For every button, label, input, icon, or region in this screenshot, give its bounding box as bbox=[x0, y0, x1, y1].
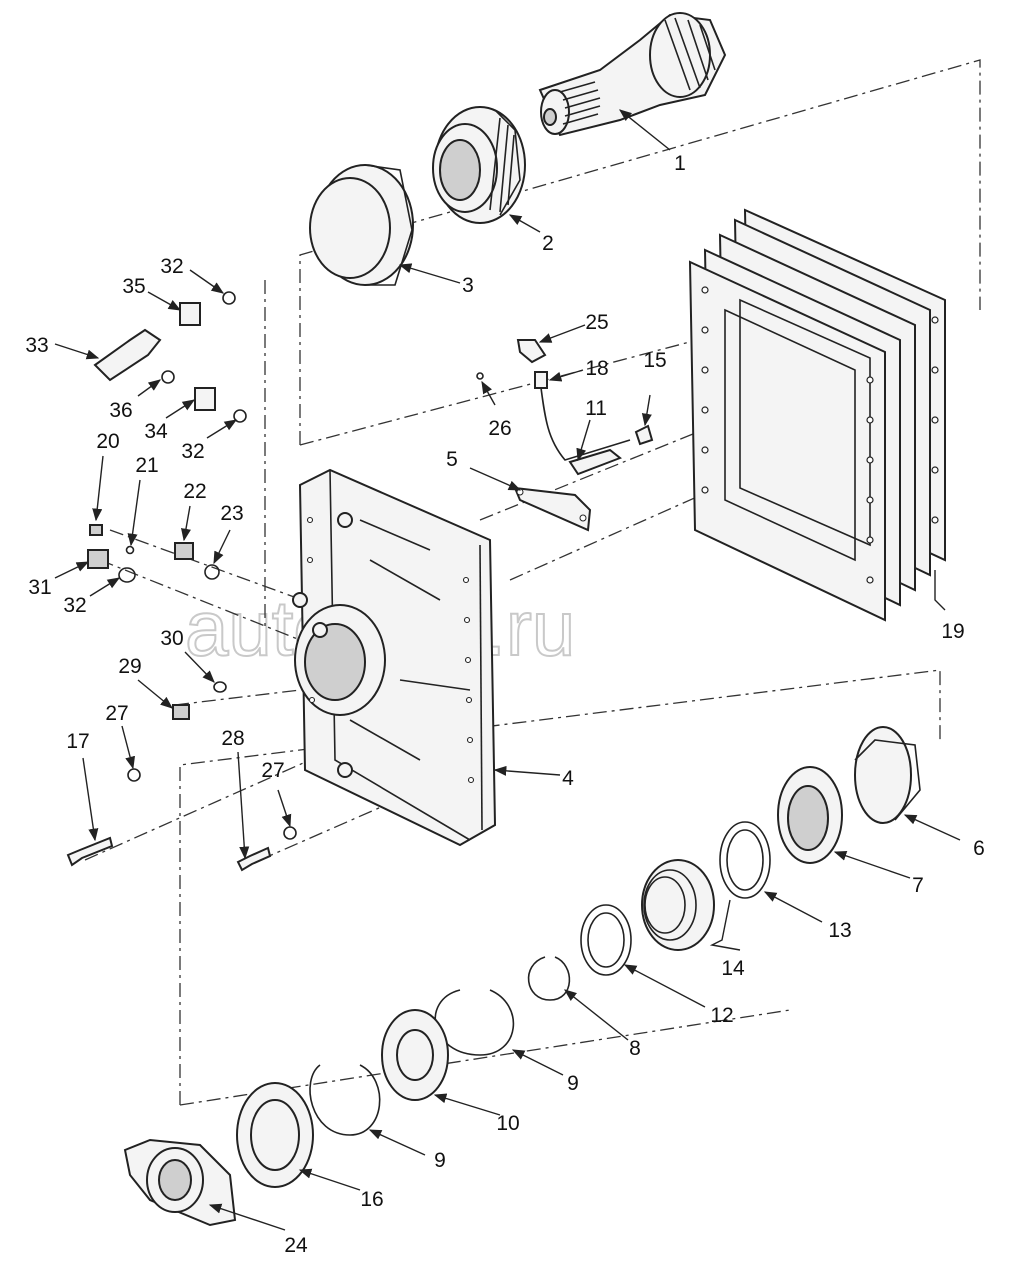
callout-13: 13 bbox=[828, 919, 851, 942]
callout-29: 29 bbox=[118, 655, 141, 678]
callout-9b: 9 bbox=[434, 1149, 446, 1172]
callout-20: 20 bbox=[96, 430, 119, 453]
callout-11: 11 bbox=[585, 397, 607, 420]
callout-4: 4 bbox=[562, 767, 574, 790]
callout-28: 28 bbox=[221, 727, 244, 750]
snap-ring-8-part bbox=[527, 956, 571, 1001]
callout-3: 3 bbox=[462, 274, 474, 297]
elbow-fitting-part bbox=[516, 339, 547, 364]
callout-34: 34 bbox=[144, 420, 168, 443]
callout-32c: 32 bbox=[63, 594, 86, 617]
tapered-bearing-part bbox=[432, 106, 526, 224]
leader-lines bbox=[54, 109, 961, 1231]
callout-14: 14 bbox=[721, 957, 745, 980]
screw-part bbox=[634, 424, 654, 446]
callout-15: 15 bbox=[643, 349, 666, 372]
callout-5: 5 bbox=[446, 448, 458, 471]
washer-27a bbox=[127, 768, 141, 782]
clip-part bbox=[568, 448, 622, 476]
washer-27b bbox=[283, 826, 297, 840]
callout-32b: 32 bbox=[181, 440, 204, 463]
callout-8: 8 bbox=[629, 1037, 641, 1060]
shim-13-part bbox=[719, 821, 771, 899]
callout-22: 22 bbox=[183, 480, 206, 503]
callout-16: 16 bbox=[360, 1188, 383, 1211]
callout-27a: 27 bbox=[105, 702, 128, 725]
callout-26: 26 bbox=[488, 417, 511, 440]
yoke-24-part bbox=[123, 1138, 237, 1227]
bracket-part bbox=[513, 486, 592, 532]
callout-21: 21 bbox=[135, 454, 158, 477]
callout-25: 25 bbox=[585, 311, 608, 334]
callout-32a: 32 bbox=[160, 255, 183, 278]
callout-30: 30 bbox=[160, 627, 183, 650]
fittings-group bbox=[87, 291, 247, 720]
gasket-stack-part bbox=[688, 208, 946, 622]
snap-ring-9b-part bbox=[309, 1064, 381, 1136]
callout-10: 10 bbox=[496, 1112, 519, 1135]
callout-labels: 1 2 3 4 5 6 7 8 9 9 10 11 12 13 14 15 16… bbox=[25, 152, 985, 1257]
tube-part bbox=[534, 371, 631, 461]
washer-10-part bbox=[381, 1009, 449, 1101]
housing-plate-part bbox=[292, 468, 497, 847]
callout-7: 7 bbox=[912, 874, 924, 897]
snap-ring-9a-part bbox=[434, 989, 515, 1056]
callout-17: 17 bbox=[66, 730, 89, 753]
callout-12: 12 bbox=[710, 1004, 733, 1027]
callout-33: 33 bbox=[25, 334, 48, 357]
callout-6: 6 bbox=[973, 837, 985, 860]
callout-23: 23 bbox=[220, 502, 243, 525]
bearing-cup-part bbox=[309, 164, 414, 286]
bolt-28-part bbox=[236, 846, 272, 872]
bolt-17-part bbox=[66, 836, 114, 867]
seal-16-part bbox=[236, 1082, 314, 1188]
callout-9a: 9 bbox=[567, 1072, 579, 1095]
pinion-shaft-part bbox=[538, 12, 727, 137]
callout-31: 31 bbox=[28, 576, 51, 599]
spring-14-part bbox=[641, 859, 715, 951]
callout-35: 35 bbox=[122, 275, 145, 298]
callout-1: 1 bbox=[674, 152, 686, 175]
callout-2: 2 bbox=[542, 232, 554, 255]
callout-36: 36 bbox=[109, 399, 132, 422]
callout-18: 18 bbox=[585, 357, 608, 380]
washer-12-part bbox=[580, 904, 632, 976]
bearing-7-part bbox=[777, 766, 843, 864]
callout-27b: 27 bbox=[261, 759, 284, 782]
washer-part bbox=[476, 372, 484, 380]
ring-6-part bbox=[854, 726, 921, 824]
callout-24: 24 bbox=[284, 1234, 308, 1257]
callout-19: 19 bbox=[941, 620, 964, 643]
